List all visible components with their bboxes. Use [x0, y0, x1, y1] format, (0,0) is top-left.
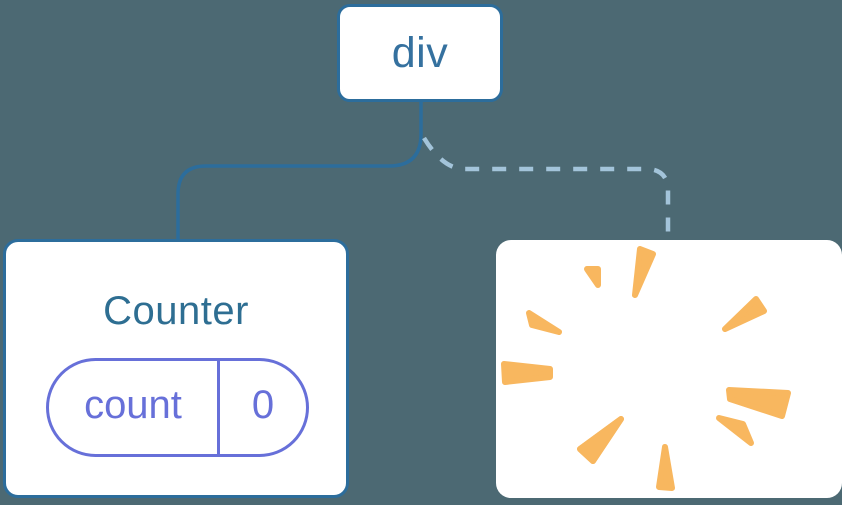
state-pill-divider	[217, 361, 220, 454]
solid-edge-to-counter	[176, 102, 423, 241]
root-node-label: div	[391, 28, 449, 77]
state-pill-value: 0	[251, 383, 275, 427]
poof-ray	[584, 266, 601, 288]
dashed-edge-to-removed	[422, 136, 671, 241]
poof-burst-icon	[501, 246, 791, 491]
poof-ray	[577, 416, 624, 464]
counter-card: Counter count 0	[3, 239, 349, 498]
poof-ray	[501, 361, 553, 385]
state-pill-key: count	[84, 383, 182, 427]
poof-ray	[716, 415, 754, 446]
removed-component-card	[496, 240, 842, 498]
poof-ray	[726, 387, 791, 419]
poof-ray	[632, 246, 656, 298]
counter-card-title: Counter	[103, 289, 249, 333]
poof-ray	[722, 296, 767, 332]
poof-ray	[656, 444, 675, 491]
poof-ray	[526, 310, 562, 335]
state-pill: count 0	[46, 358, 309, 457]
tree-node-div: div	[337, 4, 503, 102]
